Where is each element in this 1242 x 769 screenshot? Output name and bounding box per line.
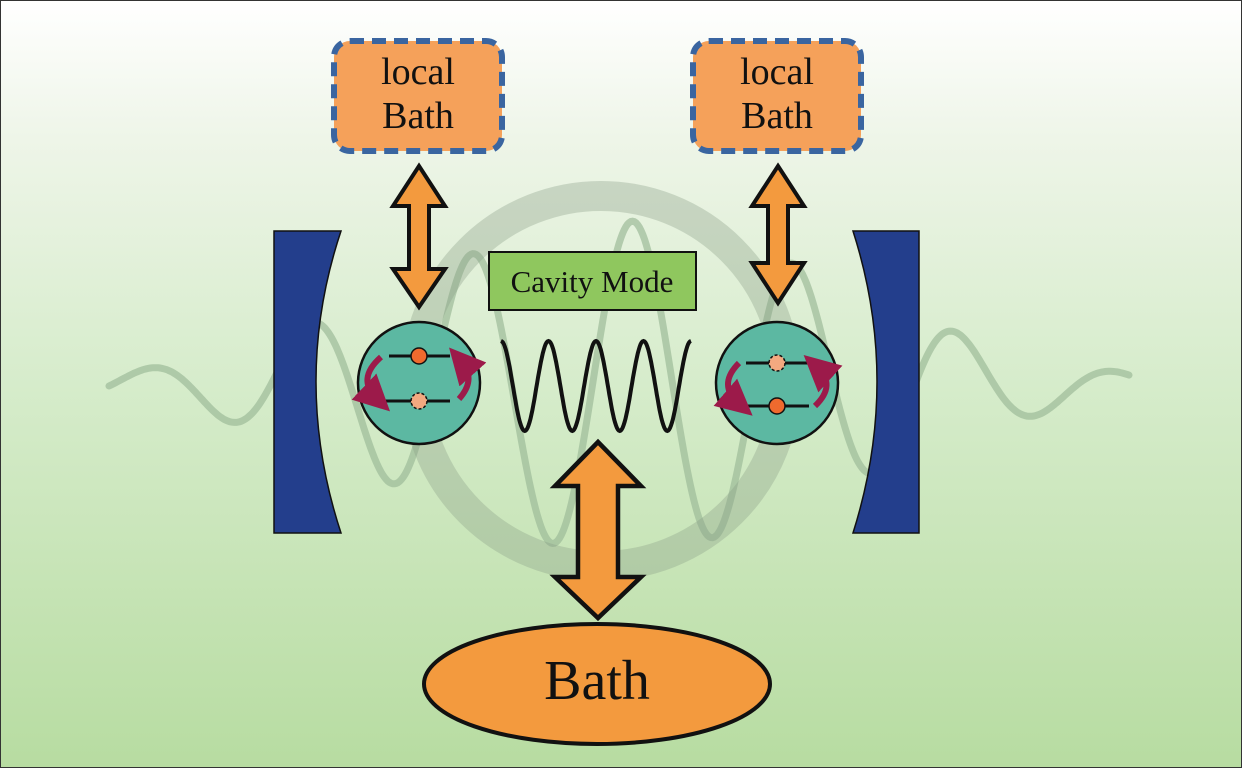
- left-emitter: [351, 320, 487, 446]
- ground-state-dot: [768, 354, 786, 372]
- local-bath-left-line2: Bath: [382, 95, 454, 137]
- local-bath-left-line1: local: [381, 51, 455, 93]
- local-bath-left-box: [331, 38, 505, 154]
- right-emitter: [713, 320, 843, 446]
- local-bath-right-line1: local: [740, 51, 814, 93]
- cavity-mode-wave: [500, 338, 692, 434]
- ground-state-dot: [410, 392, 428, 410]
- bath-ellipse: [422, 622, 772, 746]
- excited-state-dot: [410, 347, 428, 365]
- right-mirror: [851, 230, 920, 534]
- transition-arrow-right: [803, 354, 843, 409]
- transition-arrow-right: [449, 347, 487, 402]
- cavity-mode-box: [488, 251, 697, 311]
- left-mirror: [273, 230, 343, 534]
- local-bath-right-line2: Bath: [741, 95, 813, 137]
- local-bath-right-box: [690, 38, 864, 154]
- bath-coupling-arrow: [549, 438, 647, 622]
- transition-arrow-left: [713, 360, 753, 416]
- excited-state-dot: [768, 397, 786, 415]
- transition-arrow-left: [351, 354, 391, 412]
- cavity-mode-label: Cavity Mode: [511, 264, 674, 299]
- right-local-coupling-arrow: [748, 162, 808, 307]
- bath-label: Bath: [544, 650, 650, 712]
- left-local-coupling-arrow: [389, 162, 449, 311]
